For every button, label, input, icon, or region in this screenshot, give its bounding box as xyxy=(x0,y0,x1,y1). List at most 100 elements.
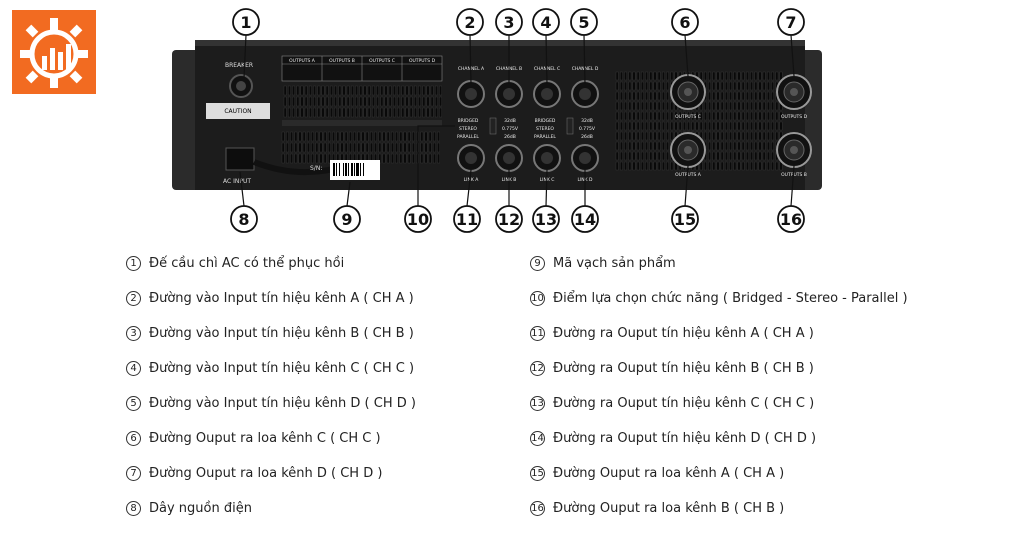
leader-line xyxy=(790,165,795,207)
legend-number: 9 xyxy=(530,255,545,271)
legend-item: 1 Đế cầu chì AC có thể phục hồi xyxy=(126,253,344,273)
legend-text: Đường Ouput ra loa kênh A ( CH A ) xyxy=(553,465,785,481)
leader-line xyxy=(239,171,245,207)
callout-circle-14 xyxy=(571,205,599,233)
legend-text: Đường Ouput ra loa kênh B ( CH B ) xyxy=(553,500,785,516)
leader-line xyxy=(243,34,247,79)
gain-label: 32dB xyxy=(581,118,593,124)
leader-line xyxy=(545,34,548,85)
caution-label: CAUTION xyxy=(224,108,251,115)
output-header-b: OUTPUTS B xyxy=(329,58,355,64)
output-header-table: OUTPUTS A OUTPUTS B OUTPUTS C OUTPUTS D xyxy=(281,55,443,82)
callout-number: 11 xyxy=(456,210,478,229)
legend-number: 3 xyxy=(126,325,141,341)
legend-text: Mã vạch sản phẩm xyxy=(553,255,676,271)
legend-text: Điểm lựa chọn chức năng ( Bridged - Ster… xyxy=(553,290,908,306)
gain-label: 0.775V xyxy=(502,126,519,132)
legend-text: Đường ra Ouput tín hiệu kênh B ( CH B ) xyxy=(553,360,814,376)
callout-circle-12 xyxy=(495,205,523,233)
mode-label: BRIDGED xyxy=(458,118,479,124)
callout-circle-3 xyxy=(495,8,523,36)
vent-grille-main xyxy=(283,85,442,118)
mode-switch xyxy=(489,117,497,135)
input-label-a: CHANNEL A xyxy=(458,66,485,72)
legend-item: 13 Đường ra Ouput tín hiệu kênh C ( CH C … xyxy=(530,393,814,413)
callout-number: 16 xyxy=(780,210,802,229)
legend-text: Đường Ouput ra loa kênh D ( CH D ) xyxy=(149,465,383,481)
legend-text: Đường vào Input tín hiệu kênh D ( CH D ) xyxy=(149,395,416,411)
callout-circle-15 xyxy=(671,205,699,233)
legend-item: 8 Dây nguồn điện xyxy=(126,498,252,518)
output-header-c: OUTPUTS C xyxy=(369,58,395,64)
callout-circle-16 xyxy=(777,205,805,233)
brand-logo xyxy=(12,10,96,94)
legend-text: Dây nguồn điện xyxy=(149,500,252,516)
leader-line xyxy=(583,34,586,85)
callout-number: 9 xyxy=(341,210,352,229)
legend-text: Đường ra Ouput tín hiệu kênh A ( CH A ) xyxy=(553,325,814,341)
leader-line xyxy=(469,34,472,85)
amplifier-rear-panel-diagram: BREAKER CAUTION AC INPUT OUTPUTS A OUTPU… xyxy=(172,8,822,233)
legend-item: 16 Đường Ouput ra loa kênh B ( CH B ) xyxy=(530,498,784,518)
legend-item: 3 Đường vào Input tín hiệu kênh B ( CH B … xyxy=(126,323,414,343)
gain-label: 26dB xyxy=(504,134,516,140)
legend-text: Đường vào Input tín hiệu kênh A ( CH A ) xyxy=(149,290,414,306)
callout-circle-10 xyxy=(404,205,432,233)
legend-number: 6 xyxy=(126,430,141,446)
legend-text: Đường ra Ouput tín hiệu kênh C ( CH C ) xyxy=(553,395,815,411)
callout-number: 4 xyxy=(540,13,551,32)
gain-label: 0.775V xyxy=(579,126,596,132)
callout-number: 10 xyxy=(407,210,429,229)
callout-circle-7 xyxy=(777,8,805,36)
callout-number: 1 xyxy=(240,13,251,32)
legend-number: 1 xyxy=(126,255,141,271)
callout-circle-4 xyxy=(532,8,560,36)
vent-grille-right xyxy=(615,71,783,171)
ac-input-label: AC INPUT xyxy=(223,178,251,185)
legend-text: Đường Ouput ra loa kênh C ( CH C ) xyxy=(149,430,381,446)
legend-number: 10 xyxy=(530,290,545,306)
callout-number: 5 xyxy=(578,13,589,32)
callout-circle-6 xyxy=(671,8,699,36)
callout-number: 12 xyxy=(498,210,520,229)
legend-number: 7 xyxy=(126,465,141,481)
gear-chart-icon xyxy=(20,18,88,88)
legend-text: Đường vào Input tín hiệu kênh B ( CH B ) xyxy=(149,325,414,341)
legend-number: 2 xyxy=(126,290,141,306)
callout-circle-11 xyxy=(453,205,481,233)
callout-circle-9 xyxy=(333,205,361,233)
legend-text: Đường ra Ouput tín hiệu kênh D ( CH D ) xyxy=(553,430,817,446)
gain-label: 26dB xyxy=(581,134,593,140)
output-header-d: OUTPUTS D xyxy=(409,58,436,64)
speakon-label: OUTPUTS D xyxy=(781,114,808,120)
leader-line xyxy=(417,125,455,206)
callout-circle-2 xyxy=(456,8,484,36)
caution-sticker xyxy=(206,103,270,119)
callout-number: 7 xyxy=(785,13,796,32)
mode-label: BRIDGED xyxy=(535,118,556,124)
mode-selector-labels: BRIDGEDSTEREOPARALLELBRIDGEDSTEREOPARALL… xyxy=(457,117,574,140)
mode-label: PARALLEL xyxy=(457,134,479,140)
legend-number: 16 xyxy=(530,500,545,516)
leader-line xyxy=(545,169,548,207)
callout-leader-lines xyxy=(239,34,795,207)
link-label-a: LINK A xyxy=(464,177,480,183)
callout-number: 2 xyxy=(464,13,475,32)
speakon-label: OUTPUTS C xyxy=(675,114,701,120)
vent-grille-lower xyxy=(281,131,440,164)
legend-number: 8 xyxy=(126,500,141,516)
callout-number: 13 xyxy=(535,210,557,229)
legend-item: 10 Điểm lựa chọn chức năng ( Bridged - St… xyxy=(530,288,908,308)
leader-line xyxy=(346,181,351,207)
legend-number: 13 xyxy=(530,395,545,411)
gain-selector-labels: 32dB 0.775V 26dB 32dB 0.775V 26dB xyxy=(502,118,596,140)
gain-label: 32dB xyxy=(504,118,516,124)
legend-text: Đế cầu chì AC có thể phục hồi xyxy=(149,255,345,271)
